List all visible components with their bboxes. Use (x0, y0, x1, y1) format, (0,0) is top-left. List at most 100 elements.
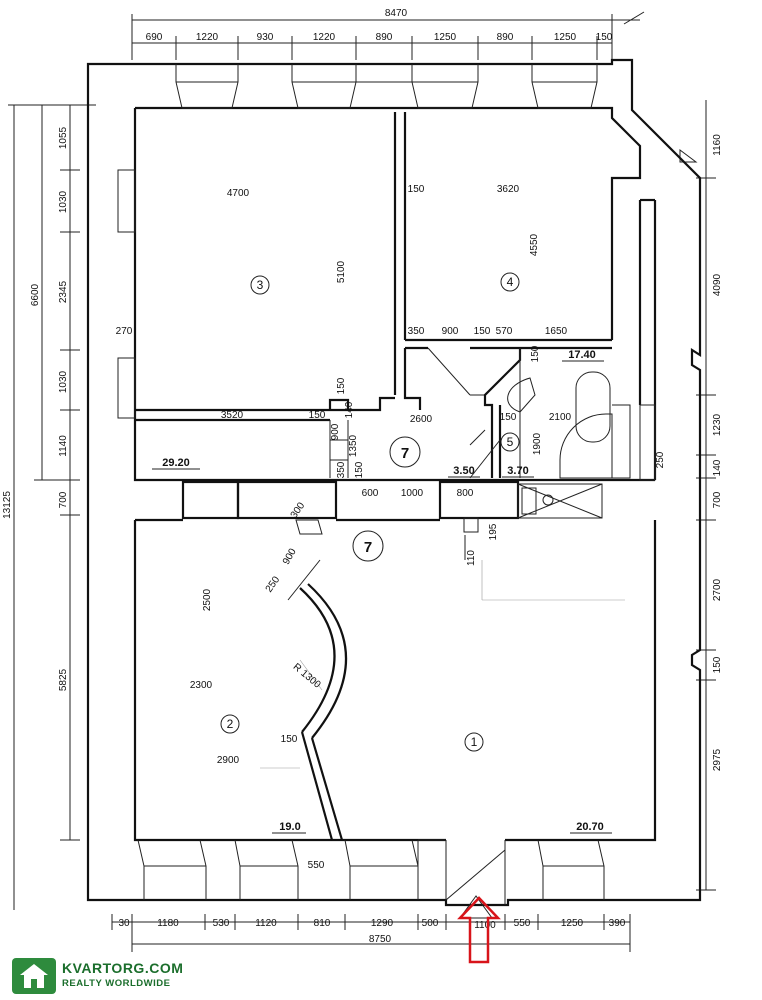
hall-dim-2100: 2100 (549, 412, 572, 423)
left-upper-total: 6600 (30, 283, 41, 306)
left-lower-total: 5825 (58, 668, 69, 691)
left-segment-4: 1030 (58, 370, 69, 393)
room3-area: 29.20 (162, 457, 190, 469)
corridor-dim-150b: 150 (354, 461, 365, 478)
top-segment-9: 150 (596, 32, 613, 43)
room7-upper-circle (389, 436, 421, 468)
hall-dim-150b: 150 (530, 345, 541, 362)
room5-number-circle (500, 432, 520, 452)
left-outer-total: 13125 (2, 491, 13, 519)
hall-dim-2600: 2600 (410, 414, 433, 425)
room3-number-circle (250, 275, 270, 295)
top-total-label: 8470 (385, 8, 408, 19)
room2-dim-900: 900 (281, 546, 299, 566)
room2-dim-250: 250 (264, 574, 283, 594)
bottom-segment-9: 550 (514, 918, 531, 929)
top-dimension-chain: 8470 690 1220 930 1220 890 1250 890 1250… (131, 8, 645, 60)
room1-area: 20.70 (576, 821, 604, 833)
room7-lower-circle (352, 530, 384, 562)
left-wall-niches (117, 169, 136, 419)
entrance (445, 840, 506, 964)
corridor-dim-900: 900 (330, 423, 341, 440)
door-195: 195 (488, 523, 499, 540)
hall-dim-150a: 150 (474, 326, 491, 337)
room1-number-circle (464, 732, 484, 752)
room4-depth-label: 4550 (529, 233, 540, 256)
right-segment-1: 1160 (712, 134, 723, 156)
room3-bottom-label: 3520 (221, 410, 244, 421)
bottom-total-label: 8750 (369, 934, 392, 945)
hall-dim-570: 570 (496, 326, 513, 337)
room4-area: 17.40 (568, 349, 596, 361)
bottom-segment-8: 1100 (474, 920, 496, 931)
room-2: 300 900 2500 2300 2900 250 R 1300 150 55… (190, 500, 325, 871)
door-600: 600 (362, 488, 379, 499)
room7-lower-number: 7 (364, 539, 372, 556)
bottom-segment-5: 810 (314, 918, 331, 929)
bottom-segment-10: 1250 (561, 918, 584, 929)
room-3: 4700 5100 150 270 3520 150 3 29.20 (116, 184, 425, 470)
left-segment-2: 1030 (58, 190, 69, 213)
top-windows (175, 64, 598, 109)
corridor-dim-140: 140 (344, 401, 355, 418)
watermark-title: KVARTORG.COM (62, 960, 184, 976)
top-segment-7: 890 (497, 32, 514, 43)
top-segment-4: 1220 (313, 32, 336, 43)
top-segment-3: 930 (257, 32, 274, 43)
room2-radius: R 1300 (291, 662, 323, 691)
room2-number: 2 (227, 717, 234, 731)
hall-dim-900: 900 (442, 326, 459, 337)
hall-dim-1900: 1900 (532, 432, 543, 455)
bottom-dimension-chain: 30 1180 530 1120 810 1290 500 1100 550 1… (111, 914, 631, 952)
door-110: 110 (466, 550, 477, 566)
left-segment-6: 700 (58, 491, 69, 508)
survey-triangle-icon (679, 149, 698, 163)
right-segment-3: 1230 (712, 413, 723, 436)
room-4: 3620 4550 4 17.40 (497, 184, 604, 362)
right-segment-4: 140 (712, 459, 723, 476)
room7-upper-number: 7 (401, 445, 409, 462)
room2-dim-150: 150 (281, 734, 298, 745)
interior-walls-upper (135, 112, 656, 481)
room2-dim-2500: 2500 (202, 588, 213, 611)
left-segment-3: 2345 (58, 280, 69, 303)
corridor-dim-150: 150 (336, 377, 347, 394)
room2-dim-2900: 2900 (217, 755, 240, 766)
arched-partition (287, 519, 348, 841)
right-dimension-chain: 1160 4090 1230 140 700 2700 150 2975 (679, 100, 723, 891)
right-segment-2: 4090 (712, 273, 723, 296)
bottom-segment-7: 500 (422, 918, 439, 929)
right-segment-7: 150 (712, 656, 723, 673)
bottom-segment-2: 1180 (157, 918, 179, 929)
hall-dim-1650: 1650 (545, 326, 568, 337)
corridor-dim-350: 350 (336, 461, 347, 478)
top-segment-6: 1250 (434, 32, 457, 43)
room3-small-label: 150 (309, 410, 326, 421)
doorway-dimensions: 600 1000 800 195 110 7 (352, 488, 499, 566)
room4-width-label: 3620 (497, 184, 520, 195)
room3-sill-label: 270 (116, 326, 133, 337)
room2-number-circle (220, 714, 240, 734)
top-segment-1: 690 (146, 32, 163, 43)
top-segment-5: 890 (376, 32, 393, 43)
room5-number: 5 (507, 435, 514, 449)
room3-depth-label: 5100 (336, 260, 347, 283)
room5-area-a: 3.50 (453, 465, 474, 477)
left-segment-1: 1055 (58, 126, 69, 149)
corridor-dim-1350: 1350 (348, 434, 359, 457)
room3-wall-label: 150 (408, 184, 425, 195)
left-dimension-chains: 13125 6600 1055 1030 2345 1030 1140 700 … (2, 104, 96, 910)
room4-number-circle (500, 272, 520, 292)
room1-number: 1 (471, 735, 478, 749)
bottom-segment-3: 530 (213, 918, 230, 929)
watermark-subtitle: REALTY WORLDWIDE (62, 978, 171, 989)
house-logo-icon (12, 958, 56, 994)
room4-number: 4 (507, 275, 514, 289)
room-1: 1 20.70 (464, 560, 625, 834)
bottom-segment-1: 30 (118, 918, 130, 929)
right-segment-8: 2975 (712, 748, 723, 771)
right-segment-6: 2700 (712, 578, 723, 601)
top-segment-2: 1220 (196, 32, 219, 43)
bottom-segment-4: 1120 (255, 918, 277, 929)
